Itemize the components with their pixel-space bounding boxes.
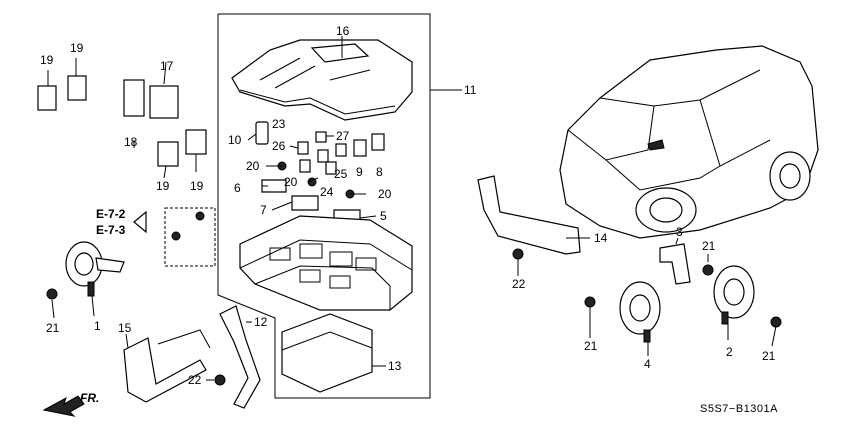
callout-9: 9 (356, 165, 363, 179)
callout-2: 2 (726, 345, 733, 359)
fuse-box-cover (231, 36, 413, 121)
relay-19c (157, 141, 179, 167)
callout-19a: 19 (40, 53, 54, 67)
callout-17: 17 (160, 59, 174, 73)
fuse-8 (371, 133, 385, 151)
horn-center (584, 281, 661, 343)
relay-group (37, 75, 207, 167)
callout-19c: 19 (156, 179, 170, 193)
callout-20c: 20 (378, 187, 392, 201)
relay-19d (185, 129, 207, 155)
callout-15: 15 (118, 321, 132, 335)
callout-27: 27 (336, 129, 350, 143)
bracket-15 (123, 337, 207, 403)
callout-26: 26 (272, 139, 286, 153)
callout-18: 18 (124, 135, 138, 149)
callout-19d: 19 (190, 179, 204, 193)
reference-arrow (133, 210, 147, 234)
callout-6: 6 (234, 181, 241, 195)
callout-20a: 20 (246, 159, 260, 173)
relay-19a (37, 85, 57, 111)
callout-24: 24 (320, 185, 334, 199)
callout-12: 12 (254, 315, 268, 329)
fuse-9a (335, 143, 347, 157)
reference-e73: E-7-3 (96, 223, 126, 237)
callout-19b: 19 (70, 41, 84, 55)
callout-25: 25 (334, 167, 348, 181)
bracket-14 (477, 175, 581, 255)
callout-1: 1 (94, 319, 101, 333)
callout-labels: 1 2 3 4 5 6 7 8 9 10 11 12 13 14 15 16 1… (40, 24, 776, 387)
bolt-21-center (584, 296, 596, 308)
callout-23: 23 (272, 117, 286, 131)
fuse-9 (353, 139, 367, 157)
car-illustration (559, 45, 819, 239)
callout-10: 10 (228, 133, 242, 147)
relay-18 (123, 79, 145, 117)
fuse-24 (317, 149, 329, 163)
diagram-code: S5S7−B1301A (700, 403, 778, 415)
fuse-group (255, 121, 385, 175)
bolt-21-right-low (770, 316, 782, 328)
detail-bolt-a (195, 211, 205, 221)
callout-21-top: 21 (702, 239, 716, 253)
fuse-25 (325, 161, 337, 175)
bolt-22-lower (214, 374, 226, 386)
callout-14: 14 (594, 231, 608, 245)
callout-11: 11 (464, 83, 477, 97)
bolt-22-right (512, 248, 524, 260)
fuse-box-base (239, 215, 413, 311)
fuse-27a (315, 131, 327, 143)
callout-3: 3 (676, 225, 683, 239)
relay-19b (67, 75, 87, 101)
relay-17 (149, 85, 179, 119)
bracket-12 (219, 305, 261, 409)
callout-21-left: 21 (46, 321, 60, 335)
callout-16: 16 (336, 24, 350, 38)
fuse-10 (255, 121, 269, 145)
bolt-21-left (46, 288, 58, 300)
horn-left (46, 241, 125, 300)
bolt-21-right-up (702, 264, 714, 276)
bolt-detail-box (164, 207, 216, 267)
callout-22-right: 22 (512, 277, 526, 291)
horn-right (702, 264, 782, 328)
detail-bolt-b (171, 231, 181, 241)
fuse-box-frame (217, 13, 462, 399)
callout-21-right: 21 (762, 349, 776, 363)
relay-holder-7 (291, 195, 319, 211)
fuse-23 (299, 159, 311, 173)
leader-lines (47, 38, 777, 381)
callout-13: 13 (388, 359, 402, 373)
callout-22-lower: 22 (188, 373, 202, 387)
callout-8: 8 (376, 165, 383, 179)
lower-cover (281, 313, 373, 393)
callout-21-center: 21 (584, 339, 598, 353)
callout-5: 5 (380, 209, 387, 223)
direction-label: FR. (80, 391, 99, 405)
relay-holder-6 (261, 179, 287, 193)
fuse-26 (297, 141, 309, 155)
reference-e72: E-7-2 (96, 207, 126, 221)
front-direction-arrow (42, 395, 85, 417)
bracket-3 (659, 243, 691, 285)
callout-20b: 20 (284, 175, 298, 189)
callout-4: 4 (644, 357, 651, 371)
callout-7: 7 (260, 203, 267, 217)
